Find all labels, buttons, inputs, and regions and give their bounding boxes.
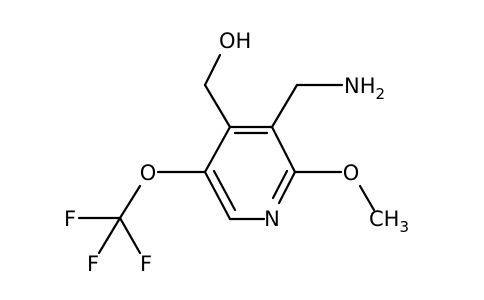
bond-ring-c6-c5-double: [212, 169, 237, 212]
bond-cf3-f-left: [97, 216, 122, 255]
bond-o-ch3: [358, 184, 376, 212]
methyl-c: C: [369, 207, 384, 231]
bond-c4-ch2: [203, 83, 232, 129]
bond-o-cf3: [118, 184, 142, 220]
fluorine-top-label: F: [64, 207, 76, 231]
hydroxyl-o: O: [219, 29, 236, 53]
bond-ring-c6-c5: [203, 170, 232, 221]
methyl-subscript: 3: [399, 218, 409, 236]
bond-ch2-oh: [203, 53, 222, 87]
methoxy-oxygen-label: O: [343, 161, 360, 185]
ether-oxygen-label: O: [140, 161, 157, 185]
methyl-label: CH3: [369, 207, 409, 236]
bond-cf3-f-right: [118, 216, 142, 255]
amine-label: NH2: [344, 74, 385, 103]
amine-subscript: 2: [376, 85, 386, 103]
bond-ring-c3-c2: [270, 125, 297, 174]
bond-ring-c5-c4: [203, 125, 232, 174]
fluorine-right-label: F: [140, 252, 152, 276]
fluorine-left-label: F: [87, 252, 99, 276]
amine-n: N: [344, 74, 360, 98]
bond-ring-c2-n-double: [271, 169, 289, 200]
methyl-h: H: [384, 207, 400, 231]
bond-ring-c2-n: [277, 170, 297, 205]
ring-nitrogen-label: N: [264, 207, 280, 231]
hydroxyl-label: OH: [219, 29, 251, 53]
amine-h: H: [360, 74, 376, 98]
bond-c3-ch2: [270, 83, 299, 129]
hydroxyl-h: H: [236, 29, 252, 53]
